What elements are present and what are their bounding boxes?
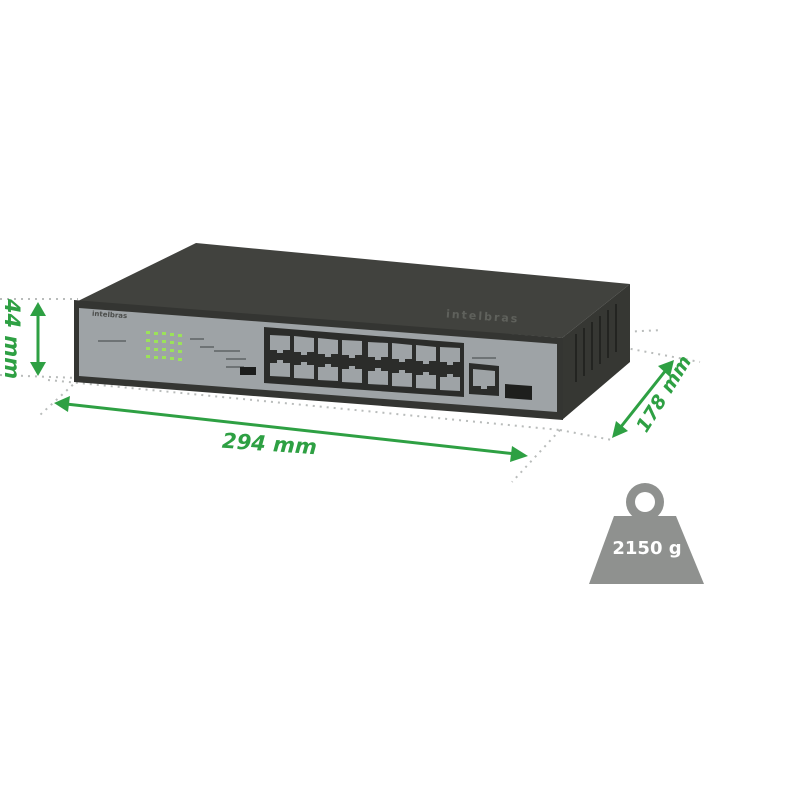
height-arrow-icon	[30, 302, 46, 376]
weight-icon	[589, 483, 704, 584]
status-led-panel	[146, 331, 182, 361]
uplink-port-icon	[473, 369, 495, 389]
depth-arrow-icon	[612, 360, 674, 438]
side-vent-icon	[575, 304, 617, 382]
width-arrow-icon	[54, 396, 528, 462]
switch-side-panel	[562, 284, 630, 420]
reset-button	[240, 367, 256, 375]
rj45-port-icon	[270, 335, 460, 391]
switch-top-cover	[76, 243, 630, 338]
weight-label: 2150 g	[612, 538, 682, 559]
front-panel-markings	[98, 338, 496, 368]
height-label: 44 mm	[0, 298, 24, 380]
sfp-port	[505, 384, 532, 400]
